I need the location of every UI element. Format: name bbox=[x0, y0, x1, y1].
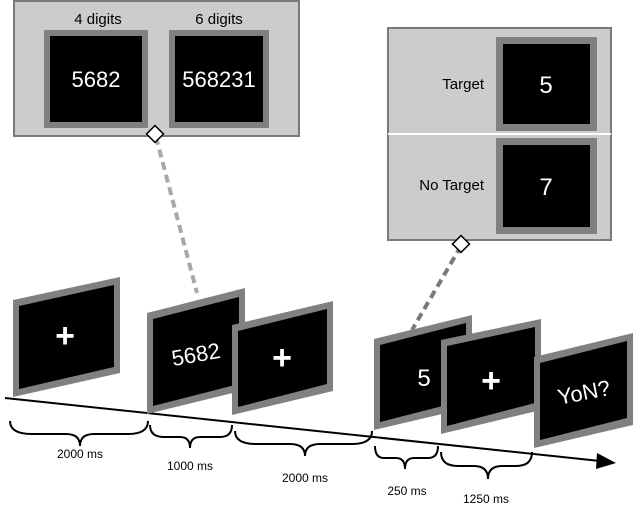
header-6-digits: 6 digits bbox=[195, 11, 243, 28]
screen-3-text: + bbox=[272, 339, 292, 377]
memory-callout-connector bbox=[154, 136, 199, 294]
screen-1-text: + bbox=[55, 317, 75, 355]
brace-2000ms-2 bbox=[234, 430, 373, 457]
screen-memory-set: 5682 bbox=[147, 288, 245, 414]
duration-1000ms: 1000 ms bbox=[167, 459, 213, 473]
screen-4-text: 5 bbox=[417, 365, 430, 392]
example-4-digit-number: 5682 bbox=[72, 67, 121, 92]
example-6-digit-number: 568231 bbox=[182, 67, 255, 92]
brace-1000ms bbox=[149, 424, 233, 449]
header-4-digits: 4 digits bbox=[74, 11, 122, 28]
duration-2000ms-1: 2000 ms bbox=[57, 447, 103, 461]
target-digit: 5 bbox=[539, 72, 552, 99]
screen-fixation-1: + bbox=[13, 277, 120, 397]
screen-response: YoN? bbox=[534, 333, 633, 448]
no-target-screen bbox=[503, 145, 590, 227]
duration-2000ms-2: 2000 ms bbox=[282, 471, 328, 485]
screen-fixation-3: + bbox=[441, 319, 541, 434]
screen-5-text: + bbox=[481, 362, 501, 400]
screen-fixation-2: + bbox=[232, 301, 333, 415]
timeline-axis bbox=[4, 397, 601, 462]
no-target-digit: 7 bbox=[539, 174, 552, 201]
memory-connector-anchor-icon bbox=[145, 124, 165, 144]
probe-callout: Target 5 No Target 7 bbox=[387, 27, 612, 241]
probe-callout-connector bbox=[410, 244, 463, 332]
target-screen bbox=[503, 44, 590, 124]
brace-1250ms bbox=[440, 451, 533, 480]
target-label: Target bbox=[442, 76, 485, 93]
duration-1250ms: 1250 ms bbox=[463, 492, 509, 506]
timeline-arrowhead-icon bbox=[596, 453, 616, 469]
example-screen-4 bbox=[50, 36, 142, 122]
brace-2000ms-1 bbox=[9, 420, 149, 447]
memory-set-callout: 4 digits 6 digits 5682 568231 bbox=[13, 0, 300, 137]
example-screen-6 bbox=[175, 36, 263, 122]
brace-250ms bbox=[374, 445, 439, 470]
duration-250ms: 250 ms bbox=[387, 484, 426, 498]
probe-connector-anchor-icon bbox=[451, 234, 471, 254]
no-target-label: No Target bbox=[419, 177, 485, 194]
